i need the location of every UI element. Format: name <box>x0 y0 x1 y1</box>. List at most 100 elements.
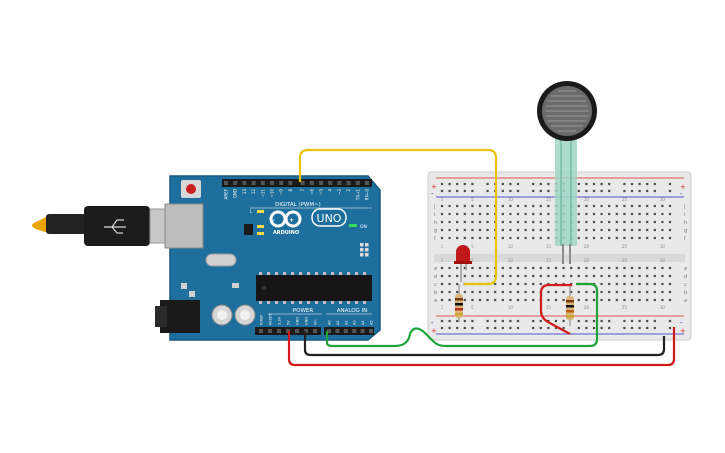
header-hole[interactable] <box>251 181 256 185</box>
breadboard-hole[interactable] <box>471 266 474 270</box>
breadboard-hole[interactable] <box>668 220 672 224</box>
breadboard-hole[interactable] <box>585 290 588 294</box>
reset-button-cap[interactable] <box>186 184 196 194</box>
header-hole[interactable] <box>360 329 365 333</box>
breadboard-hole[interactable] <box>448 290 451 294</box>
breadboard-hole[interactable] <box>463 220 466 224</box>
breadboard-hole[interactable] <box>638 274 641 278</box>
breadboard-hole[interactable] <box>661 220 664 224</box>
rail-hole[interactable] <box>577 182 580 186</box>
breadboard-hole[interactable] <box>516 274 520 278</box>
breadboard-hole[interactable] <box>456 220 459 224</box>
rail-hole[interactable] <box>509 326 512 330</box>
breadboard-hole[interactable] <box>577 212 580 216</box>
breadboard-hole[interactable] <box>653 236 656 240</box>
breadboard-hole[interactable] <box>494 282 497 286</box>
rail-hole[interactable] <box>638 326 641 330</box>
breadboard-hole[interactable] <box>509 274 512 278</box>
breadboard-hole[interactable] <box>547 274 550 278</box>
breadboard-hole[interactable] <box>516 290 520 294</box>
breadboard-hole[interactable] <box>623 212 626 216</box>
rail-hole[interactable] <box>623 189 626 193</box>
breadboard-hole[interactable] <box>668 212 672 216</box>
breadboard-hole[interactable] <box>547 290 550 294</box>
breadboard-hole[interactable] <box>638 228 641 232</box>
breadboard-hole[interactable] <box>615 212 618 216</box>
breadboard-hole[interactable] <box>516 220 520 224</box>
rail-hole[interactable] <box>448 319 451 323</box>
rail-hole[interactable] <box>577 319 580 323</box>
breadboard-hole[interactable] <box>539 282 542 286</box>
rail-hole[interactable] <box>448 326 451 330</box>
breadboard-hole[interactable] <box>539 228 542 232</box>
breadboard-hole[interactable] <box>592 290 596 294</box>
header-hole[interactable] <box>328 181 333 185</box>
rail-hole[interactable] <box>646 182 649 186</box>
rail-hole[interactable] <box>653 326 656 330</box>
rail-hole[interactable] <box>486 189 489 193</box>
breadboard-hole[interactable] <box>661 228 664 232</box>
breadboard-hole[interactable] <box>592 204 596 208</box>
breadboard-hole[interactable] <box>630 204 634 208</box>
breadboard-hole[interactable] <box>608 298 611 302</box>
rail-hole[interactable] <box>562 319 565 323</box>
breadboard-hole[interactable] <box>668 204 672 208</box>
breadboard-hole[interactable] <box>592 298 596 302</box>
breadboard-hole[interactable] <box>501 282 504 286</box>
breadboard-hole[interactable] <box>623 236 626 240</box>
wire-yellow-pin9-to-led[interactable] <box>298 148 498 286</box>
rail-hole[interactable] <box>577 189 580 193</box>
rail-hole[interactable] <box>440 182 444 186</box>
rail-hole[interactable] <box>646 189 649 193</box>
rail-hole[interactable] <box>471 326 474 330</box>
breadboard-hole[interactable] <box>653 228 656 232</box>
breadboard-hole[interactable] <box>524 204 527 208</box>
rail-hole[interactable] <box>646 319 649 323</box>
breadboard-hole[interactable] <box>668 290 672 294</box>
breadboard-hole[interactable] <box>516 228 520 232</box>
breadboard-hole[interactable] <box>638 204 641 208</box>
breadboard-hole[interactable] <box>638 266 641 270</box>
breadboard-hole[interactable] <box>608 236 611 240</box>
breadboard-hole[interactable] <box>630 220 634 224</box>
rail-hole[interactable] <box>516 326 520 330</box>
breadboard-hole[interactable] <box>539 236 542 240</box>
rail-hole[interactable] <box>501 182 504 186</box>
breadboard-hole[interactable] <box>478 298 482 302</box>
breadboard-hole[interactable] <box>653 282 656 286</box>
rail-hole[interactable] <box>547 326 550 330</box>
rail-hole[interactable] <box>554 319 558 323</box>
breadboard-hole[interactable] <box>532 220 535 224</box>
breadboard-hole[interactable] <box>440 236 444 240</box>
breadboard-hole[interactable] <box>608 266 611 270</box>
rail-hole[interactable] <box>630 326 634 330</box>
breadboard-hole[interactable] <box>623 290 626 294</box>
header-hole[interactable] <box>327 329 331 333</box>
rail-hole[interactable] <box>630 189 634 193</box>
breadboard-hole[interactable] <box>615 290 618 294</box>
breadboard-hole[interactable] <box>592 220 596 224</box>
header-hole[interactable] <box>279 181 284 185</box>
breadboard-hole[interactable] <box>509 204 512 208</box>
breadboard-hole[interactable] <box>501 290 504 294</box>
rail-hole[interactable] <box>532 182 535 186</box>
breadboard-hole[interactable] <box>646 298 649 302</box>
breadboard-hole[interactable] <box>623 298 626 302</box>
breadboard-hole[interactable] <box>600 298 603 302</box>
breadboard-hole[interactable] <box>539 204 542 208</box>
header-hole[interactable] <box>369 329 373 333</box>
header-hole[interactable] <box>242 181 247 185</box>
breadboard-hole[interactable] <box>486 290 489 294</box>
breadboard-hole[interactable] <box>585 236 588 240</box>
breadboard-hole[interactable] <box>668 266 672 270</box>
breadboard-hole[interactable] <box>577 220 580 224</box>
breadboard-hole[interactable] <box>509 290 512 294</box>
red-led[interactable] <box>454 245 472 282</box>
breadboard-hole[interactable] <box>478 290 482 294</box>
breadboard-hole[interactable] <box>600 204 603 208</box>
breadboard-hole[interactable] <box>577 298 580 302</box>
breadboard-hole[interactable] <box>471 274 474 278</box>
breadboard-hole[interactable] <box>577 236 580 240</box>
rail-hole[interactable] <box>456 319 459 323</box>
breadboard-hole[interactable] <box>532 290 535 294</box>
